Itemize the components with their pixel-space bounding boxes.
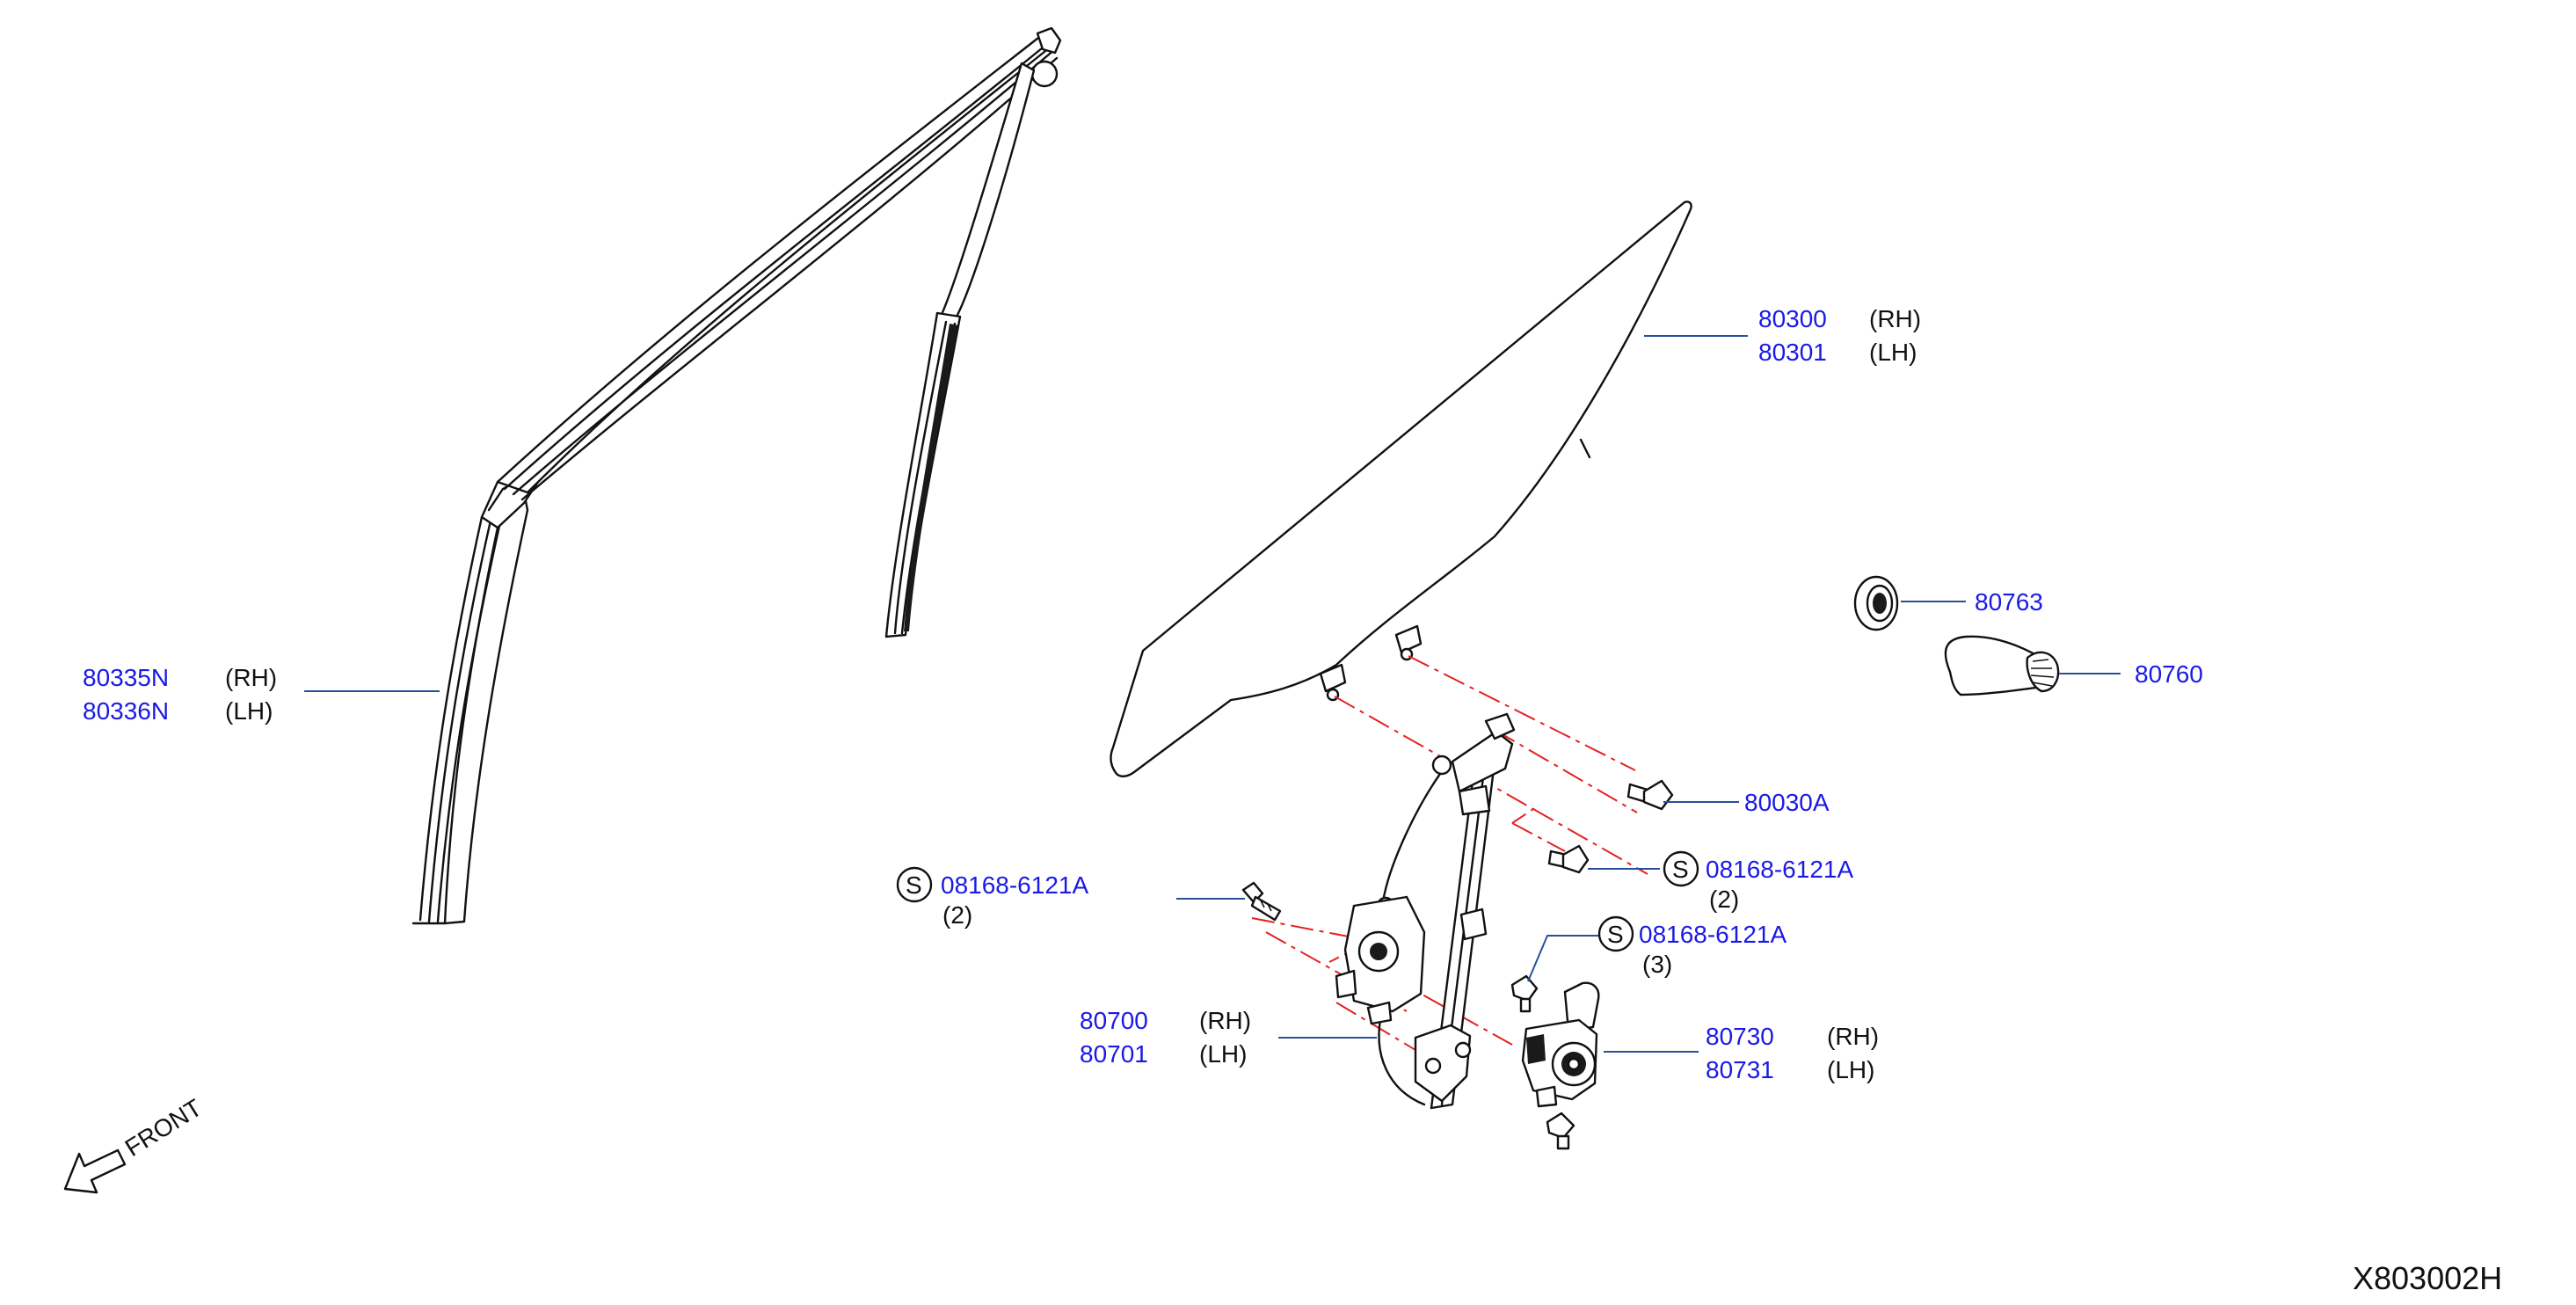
- screw-right-a-qty: (2): [1709, 886, 1739, 913]
- front-arrow-icon: [63, 1148, 127, 1194]
- screw-right-a-part: 08168-6121A: [1706, 856, 1853, 883]
- door-glass-side-lh: (LH): [1869, 339, 1917, 366]
- grommet-part: 80763: [1975, 588, 2043, 616]
- screw-right-b-standard: S: [1607, 921, 1624, 948]
- regulator-side-lh: (LH): [1199, 1040, 1247, 1068]
- screw-left-standard: S: [906, 871, 922, 899]
- screw-right-b-part: 08168-6121A: [1639, 921, 1786, 948]
- door-glass-part-rh: 80300: [1758, 305, 1827, 332]
- screw-08168-right-a: [1547, 844, 1590, 874]
- door-glass-side-rh: (RH): [1869, 305, 1921, 332]
- screw-left-part: 08168-6121A: [941, 871, 1088, 899]
- screw-08168-right-b: [1510, 974, 1539, 1013]
- sash-molding-part-rh: 80335N: [83, 664, 169, 691]
- regulator-part-lh: 80701: [1080, 1040, 1148, 1068]
- glass-bolt-80030a: [1626, 779, 1674, 811]
- regulator-side-rh: (RH): [1199, 1007, 1251, 1034]
- glass-bolt-part: 80030A: [1744, 789, 1830, 816]
- motor-bolt: [1546, 1112, 1575, 1150]
- regulator-motor: [1521, 981, 1600, 1108]
- sash-molding-side-lh: (LH): [225, 697, 273, 725]
- standard-marks: [896, 850, 1699, 952]
- screw-right-a-standard: S: [1672, 856, 1689, 883]
- sash-molding-part-lh: 80336N: [83, 697, 169, 725]
- door-glass-part-lh: 80301: [1758, 339, 1827, 366]
- window-handle: [1944, 635, 2060, 696]
- motor-part-rh: 80730: [1706, 1023, 1774, 1050]
- leader-lines: [304, 335, 2121, 1053]
- screw-08168-left: [1241, 881, 1282, 922]
- callout-labels: 80335N (RH) 80336N (LH) 80300 (RH) 80301…: [83, 305, 2502, 1296]
- front-label: FRONT: [120, 1094, 207, 1162]
- door-sash-weatherstrip: [411, 26, 1062, 925]
- screw-right-b-qty: (3): [1642, 951, 1672, 978]
- front-indicator: FRONT: [63, 1094, 207, 1194]
- motor-part-lh: 80731: [1706, 1056, 1774, 1083]
- handle-part: 80760: [2135, 660, 2203, 688]
- grommet: [1853, 575, 1899, 631]
- sash-molding-side-rh: (RH): [225, 664, 277, 691]
- screw-left-qty: (2): [942, 901, 972, 929]
- motor-side-rh: (RH): [1827, 1023, 1879, 1050]
- door-glass: [1110, 200, 1692, 777]
- motor-side-lh: (LH): [1827, 1056, 1874, 1083]
- window-regulator: [1335, 712, 1516, 1110]
- diagram-code: X803002H: [2353, 1260, 2502, 1296]
- regulator-part-rh: 80700: [1080, 1007, 1148, 1034]
